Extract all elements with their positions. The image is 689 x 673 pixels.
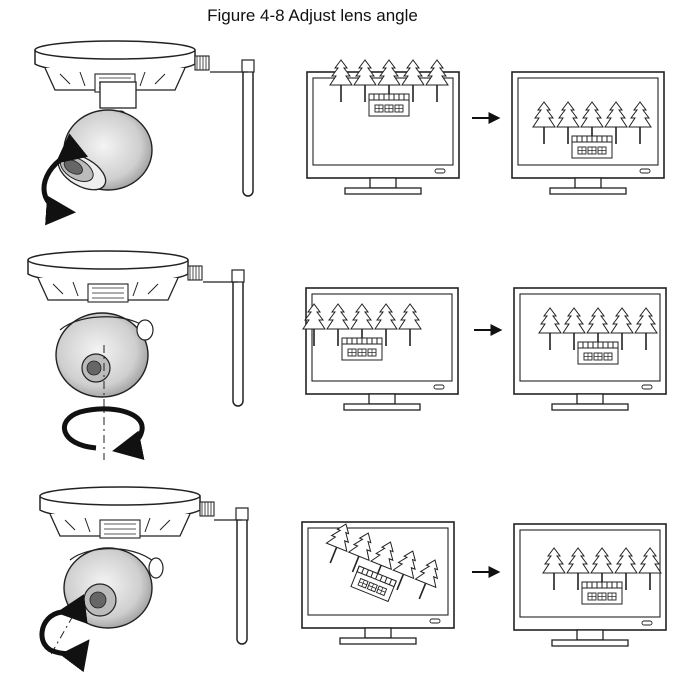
monitor-before-rotate bbox=[301, 520, 455, 645]
figure-title: Figure 4-8 Adjust lens angle bbox=[207, 6, 418, 25]
curved-rotation-icon bbox=[39, 594, 90, 673]
monitor-after-pan bbox=[511, 71, 665, 195]
camera-illustration-pan bbox=[34, 40, 255, 197]
camera-illustration-rotate bbox=[39, 486, 249, 657]
monitor-before-pan bbox=[306, 60, 460, 195]
monitor-after-rotate bbox=[513, 523, 667, 647]
circular-rotation-icon bbox=[61, 406, 145, 460]
camera-illustration-tilt bbox=[27, 250, 245, 460]
curved-double-arrow-icon bbox=[41, 133, 89, 226]
monitor-before-tilt bbox=[303, 287, 459, 411]
monitor-after-tilt bbox=[513, 287, 667, 411]
